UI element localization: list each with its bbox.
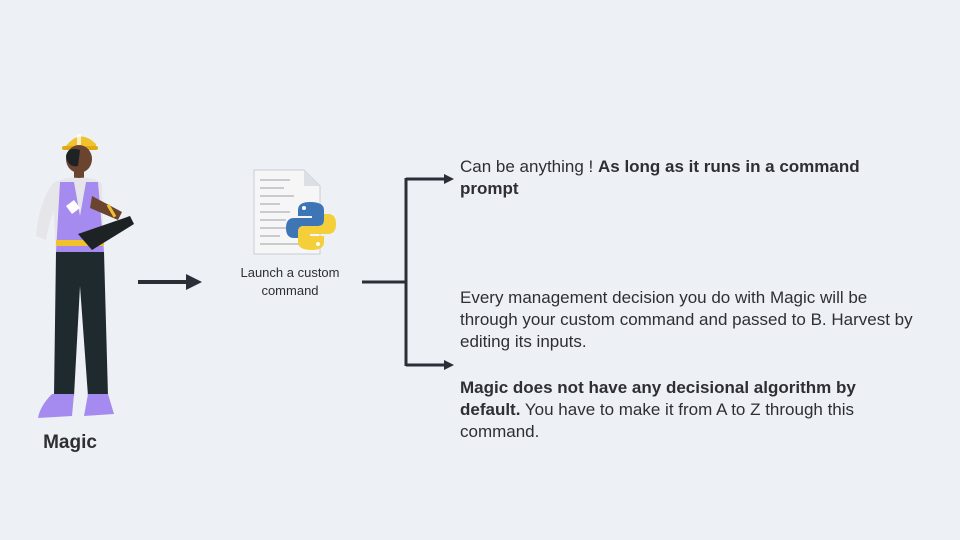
python-script-icon: [253, 169, 336, 255]
script-label: Launch a custom command: [240, 265, 340, 298]
note3-plain: You have to make it from A to Z through …: [460, 400, 855, 441]
note-no-algorithm: Magic does not have any decisional algor…: [460, 377, 920, 443]
note-command-scope: Can be anything ! As long as it runs in …: [460, 156, 900, 200]
figure-label: Magic: [43, 432, 97, 453]
note3-bold: Magic does not have any decisional algor…: [460, 378, 856, 419]
note-management-decisions: Every management decision you do with Ma…: [460, 288, 913, 351]
note1-plain: Can be anything !: [460, 157, 598, 176]
note1-bold: As long as it runs in a command prompt: [460, 157, 860, 198]
branch-connector: [362, 174, 454, 370]
arrow-icon: [138, 274, 202, 290]
worker-figure: [36, 134, 134, 418]
